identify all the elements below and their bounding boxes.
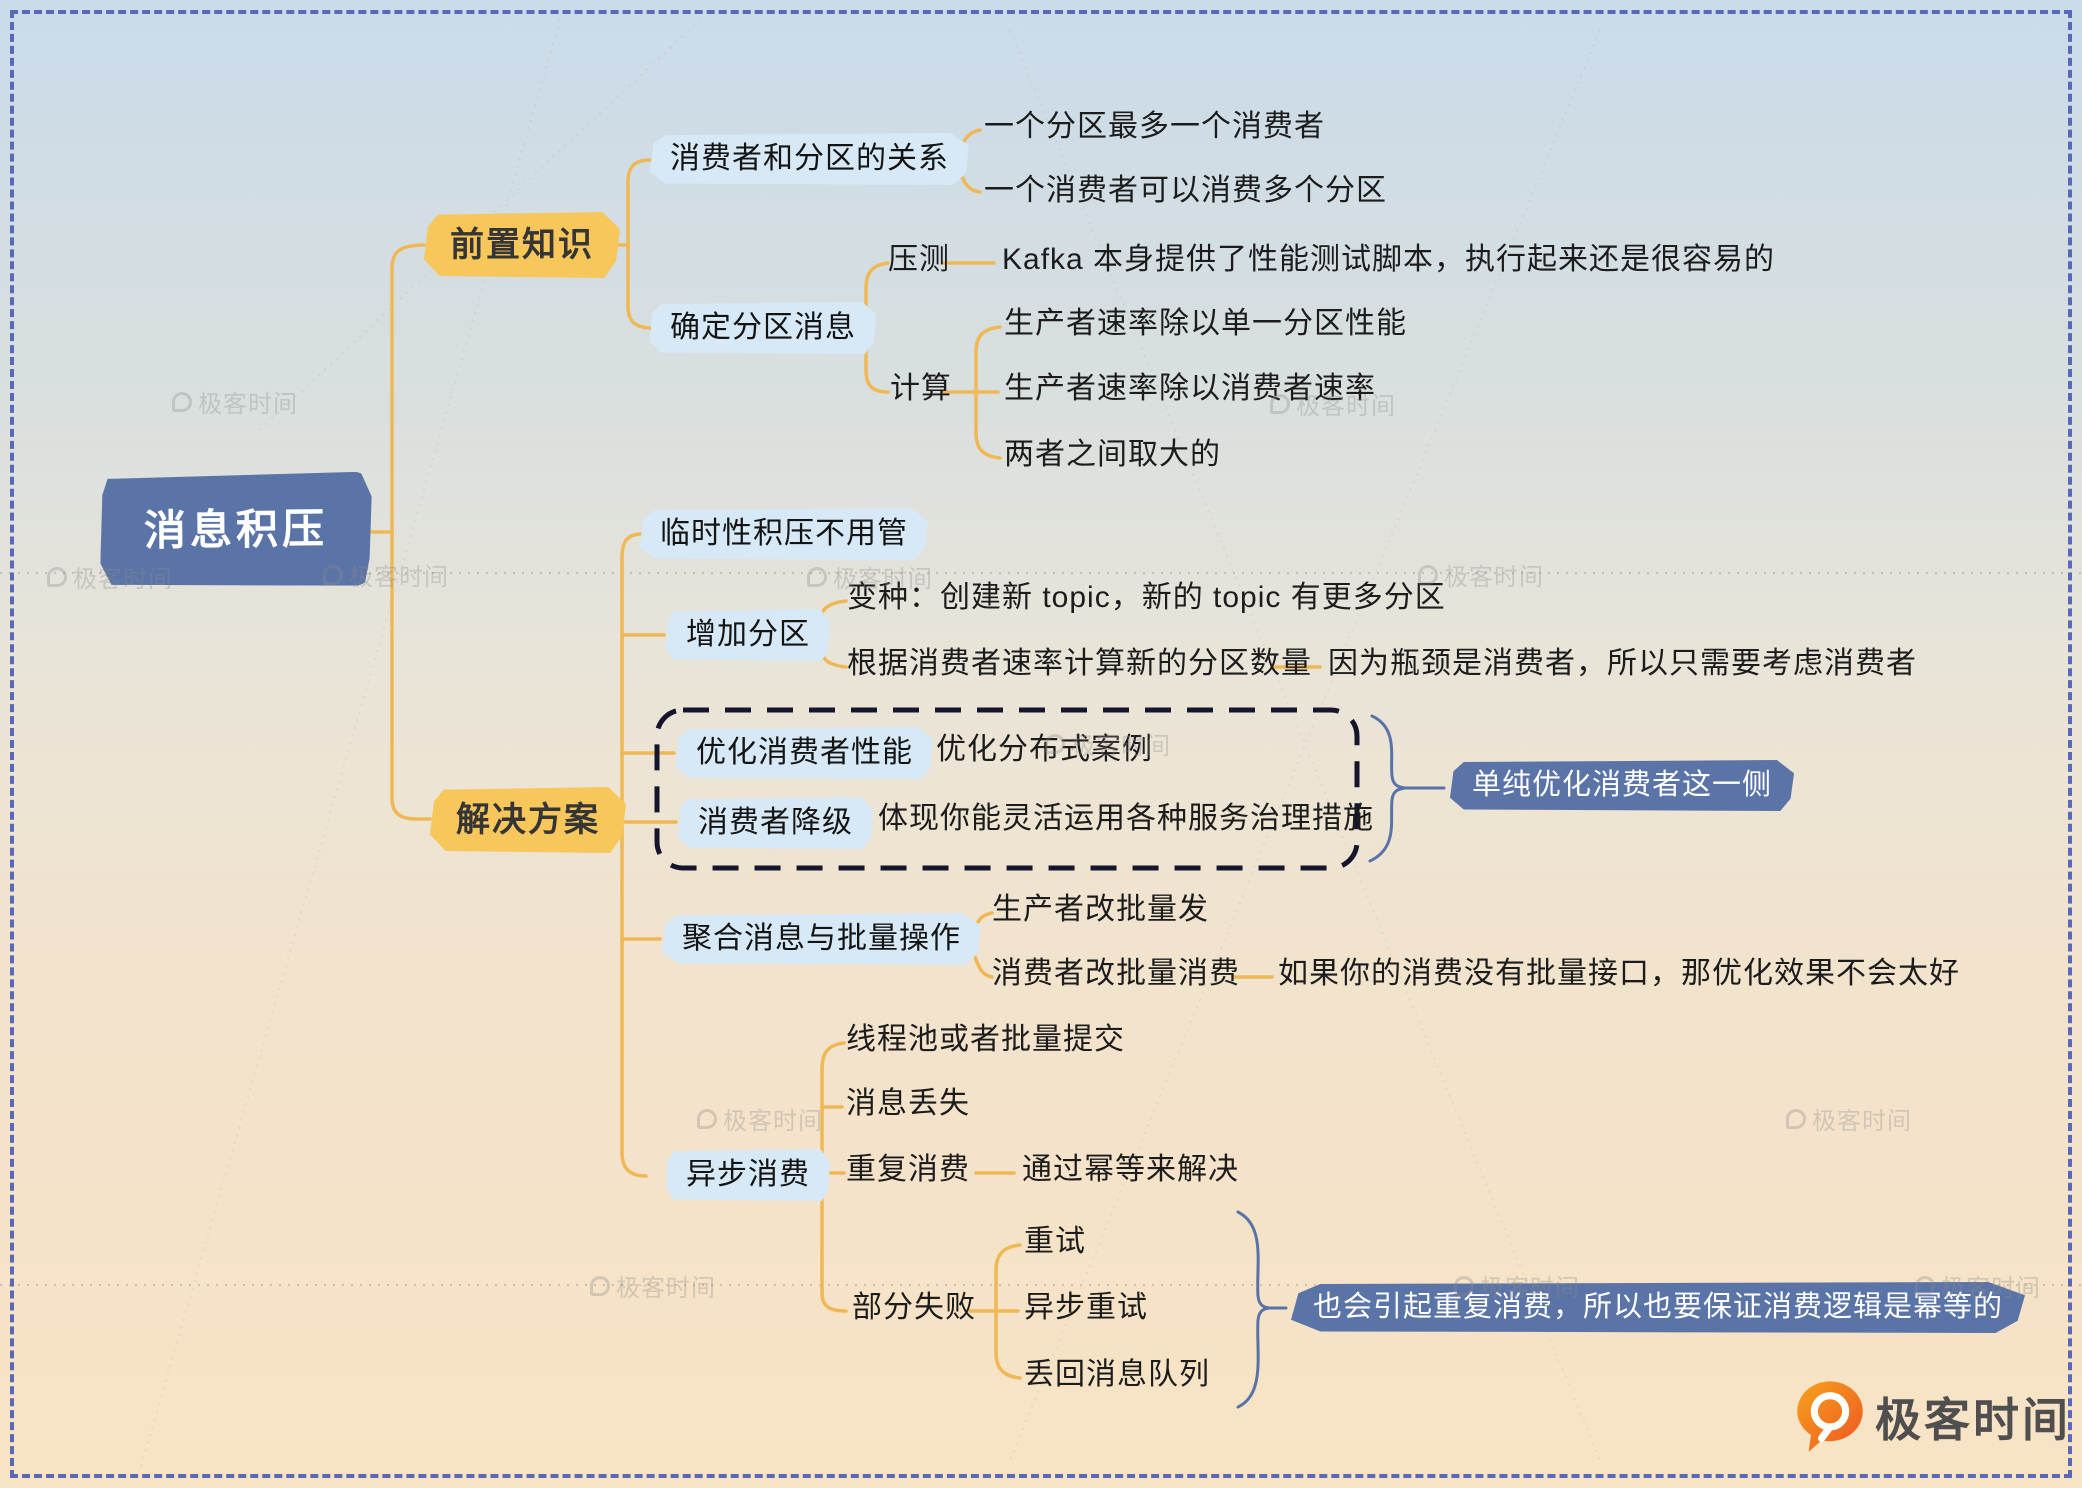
watermark: 极客时间 (1418, 557, 1544, 592)
leaf-stress-test[interactable]: 压测 (888, 243, 950, 276)
leaf-variant-new-topic[interactable]: 变种：创建新 topic，新的 topic 有更多分区 (847, 581, 1446, 614)
leaf-retry[interactable]: 重试 (1024, 1225, 1086, 1258)
batch-node-box[interactable]: 聚合消息与批量操作 (662, 913, 981, 965)
geektime-watermark-icon (172, 391, 192, 412)
geektime-watermark-icon (1418, 564, 1438, 585)
leaf-stress-test-note[interactable]: Kafka 本身提供了性能测试脚本，执行起来还是很容易的 (1002, 243, 1776, 276)
consumer-downgrade-node-box[interactable]: 消费者降级 (678, 797, 873, 849)
node-determine-partition: 确定分区消息 (650, 302, 876, 354)
geektime-watermark-icon (697, 1108, 717, 1129)
leaf-async-retry[interactable]: 异步重试 (1024, 1291, 1148, 1324)
watermark: 极客时间 (697, 1101, 823, 1136)
leaf-thread-pool-batch-commit[interactable]: 线程池或者批量提交 (846, 1023, 1125, 1056)
geektime-watermark-icon (1270, 393, 1290, 414)
leaf-partial-failure[interactable]: 部分失败 (852, 1291, 976, 1324)
geektime-watermark-icon (323, 564, 343, 585)
geektime-watermark-icon (1454, 1275, 1474, 1296)
leaf-message-loss[interactable]: 消息丢失 (846, 1087, 970, 1120)
geektime-logo-icon (1797, 1381, 1863, 1452)
determine-node-box[interactable]: 确定分区消息 (650, 302, 876, 354)
watermark: 极客时间 (1786, 1101, 1912, 1136)
geektime-watermark-icon (590, 1275, 610, 1296)
geektime-watermark-icon (1786, 1108, 1806, 1129)
node-optimize-consumer: 优化消费者性能 (676, 727, 933, 779)
leaf-calc-new-partition-count[interactable]: 根据消费者速率计算新的分区数量 (847, 647, 1312, 680)
optimize-consumer-node-box[interactable]: 优化消费者性能 (676, 727, 933, 779)
leaf-duplicate-consume[interactable]: 重复消费 (846, 1153, 970, 1186)
consumer-group-dashed-box (654, 707, 1360, 871)
watermark: 极客时间 (172, 384, 298, 419)
leaf-idempotent-solution[interactable]: 通过幂等来解决 (1022, 1153, 1239, 1186)
geektime-brand-text: 极客时间 (1875, 1394, 2071, 1446)
consumer-side-note-box[interactable]: 单纯优化消费者这一侧 (1450, 760, 1795, 811)
node-consumer-partition-relation: 消费者和分区的关系 (650, 133, 969, 185)
leaf-calculation[interactable]: 计算 (890, 372, 952, 405)
leaf-batch-interface-note[interactable]: 如果你的消费没有批量接口，那优化效果不会太好 (1278, 957, 1960, 990)
watermark: 极客时间 (590, 1268, 716, 1303)
leaf-calc-producer-vs-partition[interactable]: 生产者速率除以单一分区性能 (1004, 307, 1407, 340)
partial-failure-note-box[interactable]: 也会引起重复消费，所以也要保证消费逻辑是幂等的 (1291, 1282, 2026, 1333)
relation-node-box[interactable]: 消费者和分区的关系 (650, 133, 969, 185)
watermark: 极客时间 (47, 559, 173, 594)
node-async-consume: 异步消费 (666, 1149, 830, 1201)
temporary-node-box[interactable]: 临时性积压不用管 (640, 508, 928, 560)
node-solutions: 解决方案 (430, 787, 626, 853)
node-pre-knowledge: 前置知识 (424, 212, 620, 278)
leaf-producer-batch-send[interactable]: 生产者改批量发 (992, 893, 1209, 926)
leaf-one-consumer-many-partitions[interactable]: 一个消费者可以消费多个分区 (984, 174, 1387, 207)
geektime-watermark-icon (807, 566, 827, 587)
geektime-brand: 极客时间 (1795, 1380, 2071, 1454)
watermark: 极客时间 (1045, 726, 1171, 761)
note-partial-failure-idempotent: 也会引起重复消费，所以也要保证消费逻辑是幂等的 (1291, 1282, 2026, 1333)
leaf-calc-take-larger[interactable]: 两者之间取大的 (1004, 438, 1221, 471)
node-temporary-backlog: 临时性积压不用管 (640, 508, 928, 560)
node-add-partition: 增加分区 (666, 609, 830, 661)
pre-knowledge-node-box[interactable]: 前置知识 (424, 212, 620, 278)
note-optimize-consumer-side: 单纯优化消费者这一侧 (1450, 760, 1795, 811)
leaf-consumer-batch-consume[interactable]: 消费者改批量消费 (992, 957, 1240, 990)
watermark: 极客时间 (1454, 1268, 1580, 1303)
add-partition-node-box[interactable]: 增加分区 (666, 609, 830, 661)
leaf-optimize-distributed-case[interactable]: 优化分布式案例 (936, 733, 1153, 766)
leaf-calc-producer-vs-consumer[interactable]: 生产者速率除以消费者速率 (1004, 372, 1376, 405)
leaf-requeue-message[interactable]: 丢回消息队列 (1024, 1358, 1210, 1391)
geektime-watermark-icon (47, 566, 67, 587)
leaf-bottleneck-note[interactable]: 因为瓶颈是消费者，所以只需要考虑消费者 (1328, 647, 1917, 680)
geektime-watermark-icon (1045, 733, 1065, 754)
geektime-watermark-icon (1915, 1275, 1935, 1296)
node-batch-operations: 聚合消息与批量操作 (662, 913, 981, 965)
watermark: 极客时间 (1915, 1268, 2041, 1303)
solutions-node-box[interactable]: 解决方案 (430, 787, 626, 853)
watermark: 极客时间 (323, 557, 449, 592)
leaf-one-partition-one-consumer[interactable]: 一个分区最多一个消费者 (984, 110, 1325, 143)
async-consume-node-box[interactable]: 异步消费 (666, 1149, 830, 1201)
node-consumer-downgrade: 消费者降级 (678, 797, 873, 849)
leaf-downgrade-note[interactable]: 体现你能灵活运用各种服务治理措施 (878, 802, 1374, 835)
watermark: 极客时间 (1270, 386, 1396, 421)
watermark: 极客时间 (807, 559, 933, 594)
